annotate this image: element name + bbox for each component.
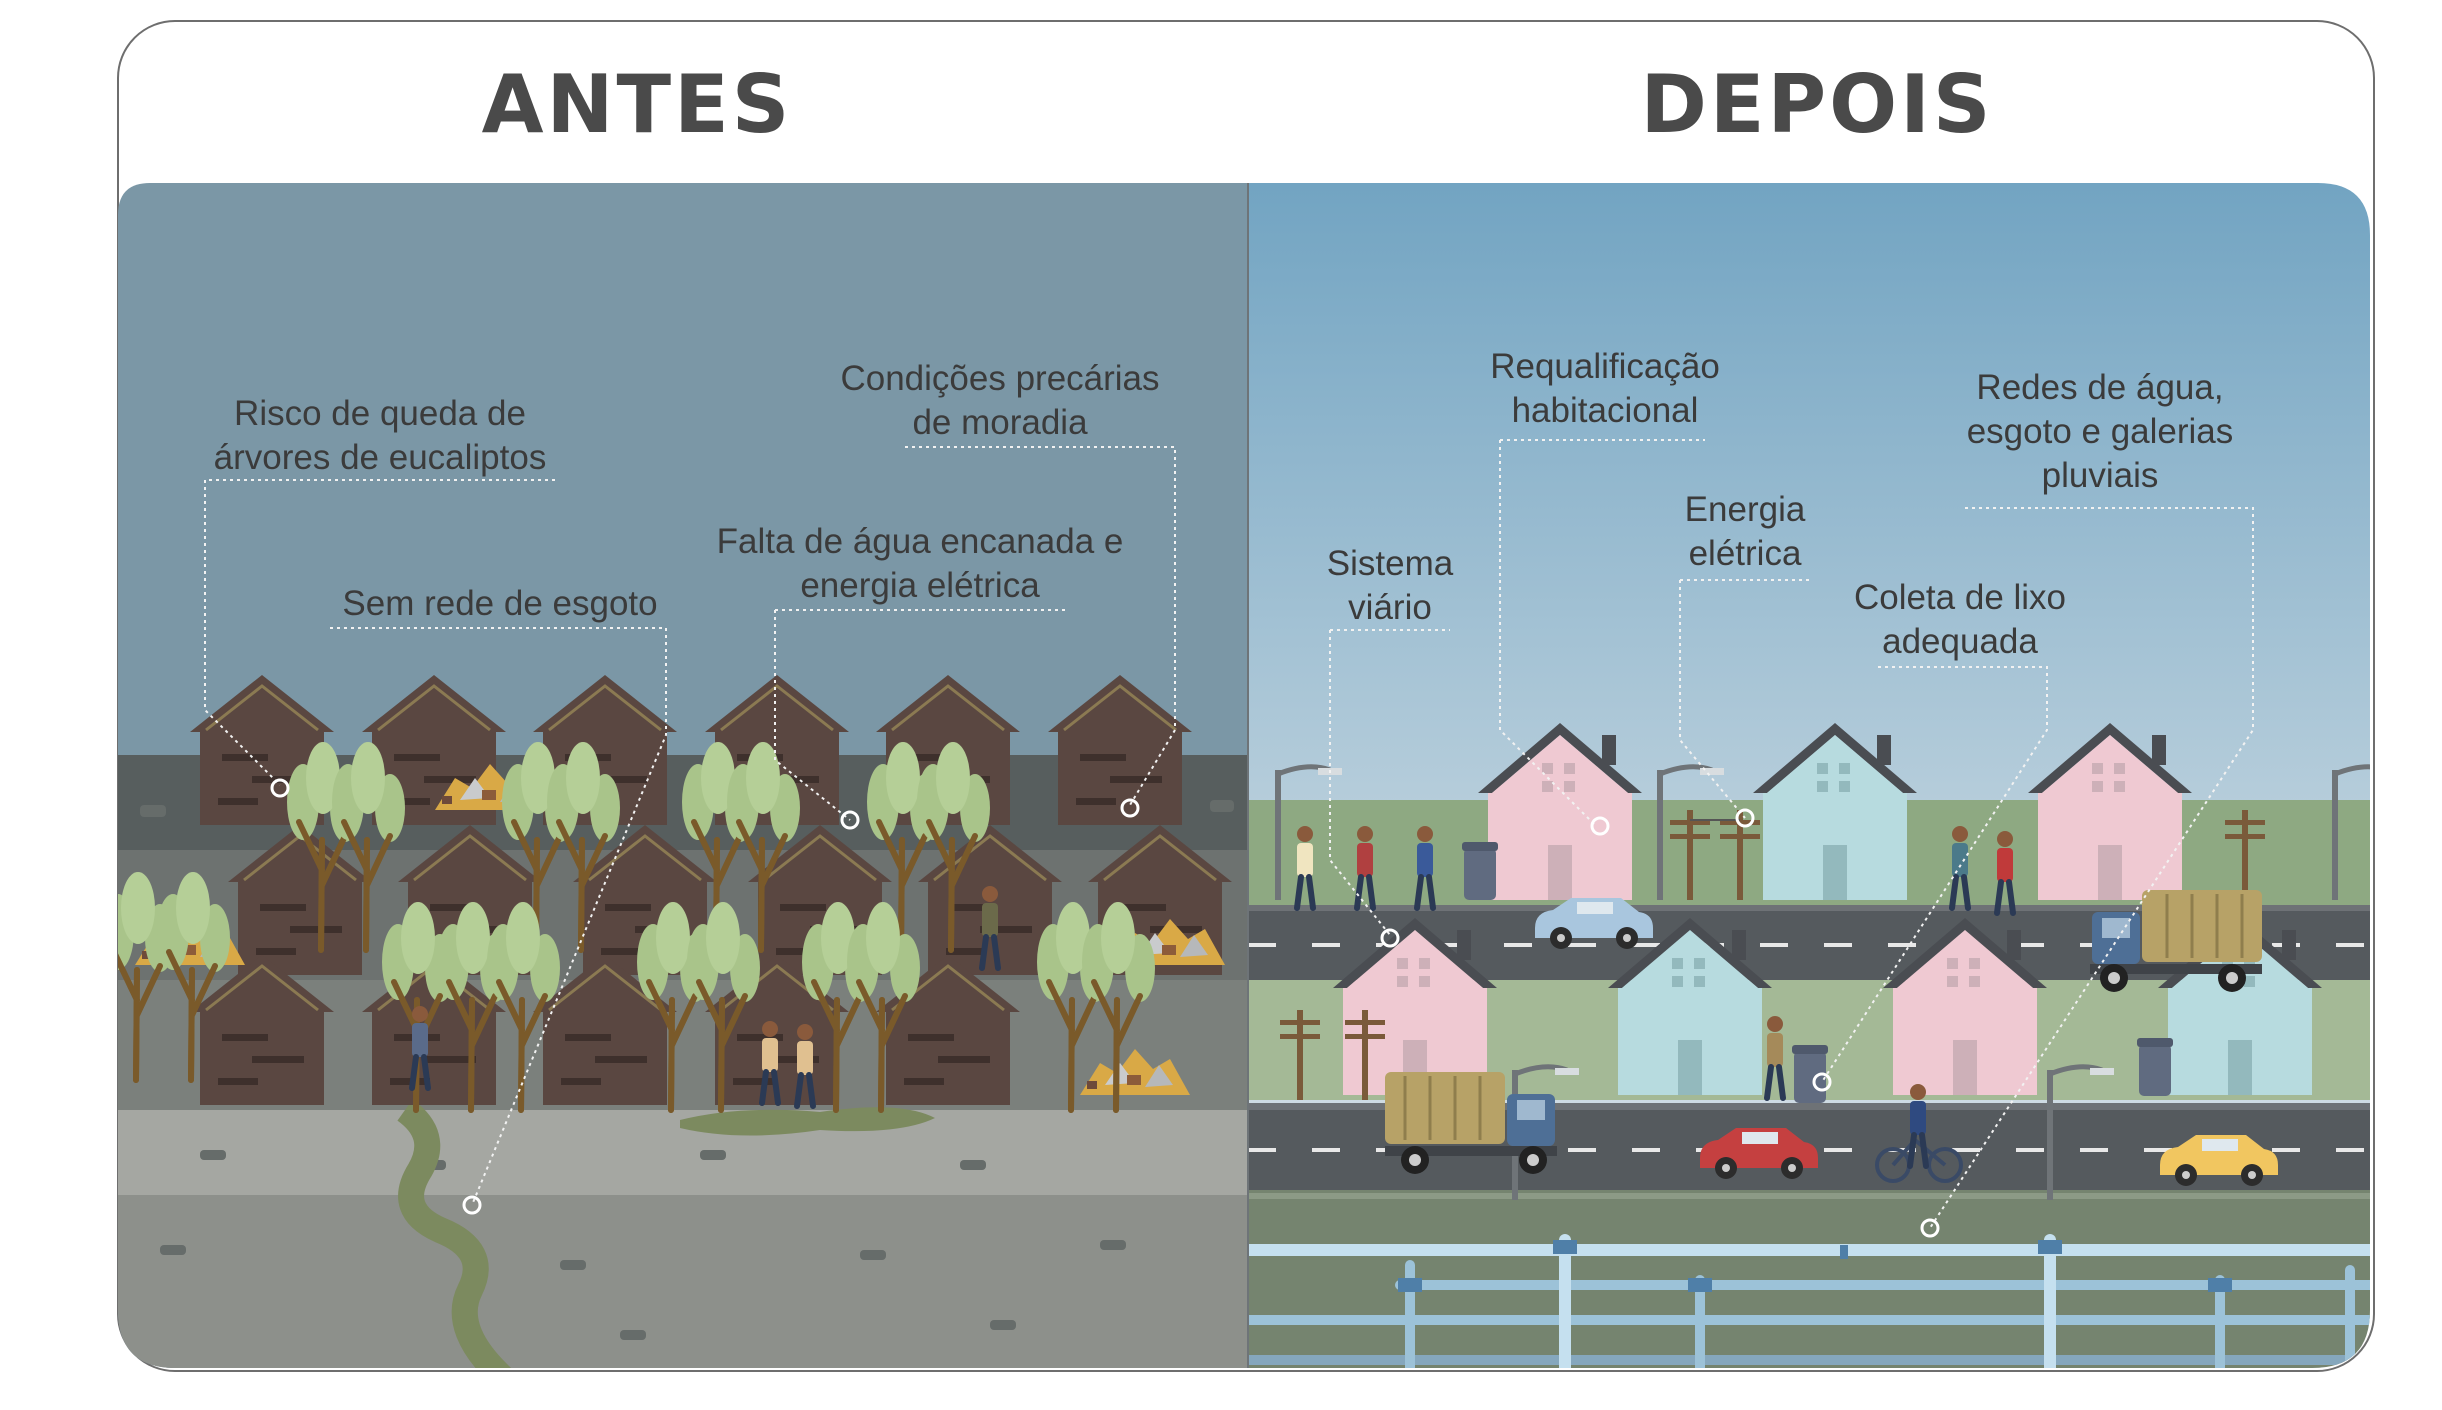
label-line: habitacional (1511, 391, 1699, 430)
label-line: elétrica (1688, 534, 1802, 573)
label-garbage-collection: Coleta de lixo adequada (1835, 576, 2085, 664)
after-scene (1248, 183, 2370, 1368)
label-line: Condições precárias (840, 359, 1160, 398)
label-line: Energia (1684, 490, 1806, 529)
label-electric-energy: Energia elétrica (1665, 488, 1825, 576)
label-no-sewage: Sem rede de esgoto (315, 582, 685, 626)
label-line: Falta de água encanada e (716, 522, 1124, 561)
label-no-water-energy: Falta de água encanada e energia elétric… (690, 520, 1150, 608)
label-poor-housing: Condições precárias de moradia (815, 357, 1185, 445)
label-line: Coleta de lixo (1853, 578, 2067, 617)
label-housing-requalification: Requalificação habitacional (1470, 345, 1740, 433)
before-title: ANTES (481, 58, 793, 151)
label-line: de moradia (912, 403, 1088, 442)
label-road-system: Sistema viário (1300, 542, 1480, 630)
label-eucalyptus-risk: Risco de queda de árvores de eucaliptos (190, 392, 570, 480)
label-water-sewage-networks: Redes de água, esgoto e galerias pluviai… (1950, 366, 2250, 498)
label-line: Risco de queda de (234, 394, 526, 433)
label-line: esgoto e galerias (1966, 412, 2234, 451)
label-line: viário (1348, 588, 1432, 627)
label-line: energia elétrica (800, 566, 1040, 605)
after-title: DEPOIS (1640, 58, 1994, 151)
label-line: Sistema (1326, 544, 1454, 583)
label-line: pluviais (2041, 456, 2159, 495)
label-line: Redes de água, (1976, 368, 2224, 407)
before-scene (118, 183, 1248, 1368)
label-line: árvores de eucaliptos (213, 438, 547, 477)
label-line: Sem rede de esgoto (342, 584, 658, 623)
label-line: Requalificação (1490, 347, 1720, 386)
label-line: adequada (1882, 622, 2038, 661)
